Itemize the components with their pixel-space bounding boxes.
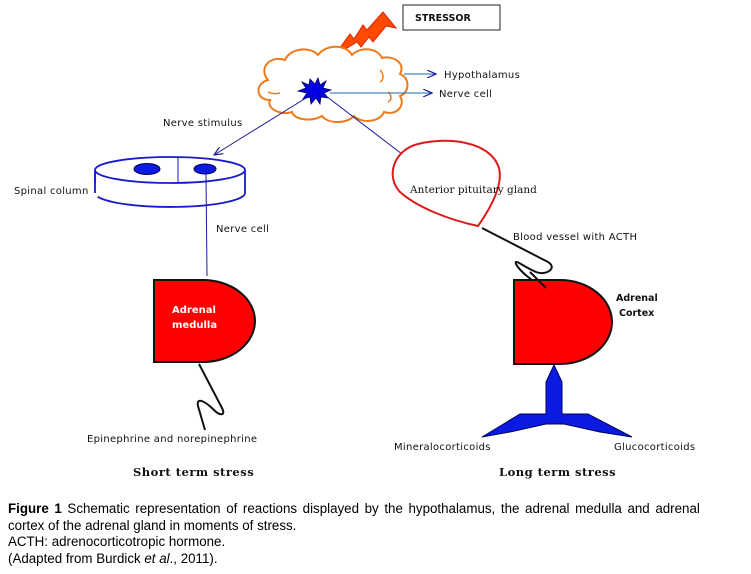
- adrenal-cortex-label-line2: Cortex: [619, 308, 654, 319]
- lightning-bolt-icon: [333, 11, 398, 57]
- stressor-box: [402, 4, 501, 31]
- adrenal-cortex-label-line1: Adrenal: [616, 293, 658, 304]
- hypothalamus-label: Hypothalamus: [444, 70, 520, 81]
- epinephrine-label: Epinephrine and norepinephrine: [87, 434, 257, 445]
- blood-vessel-acth: [481, 227, 553, 289]
- caption-source-suffix: ., 2011).: [169, 550, 218, 567]
- spinal-column-cylinder: [94, 156, 246, 208]
- nerve-stimulus-arrow-left: [214, 97, 307, 155]
- anterior-pituitary-gland-shape: [391, 139, 501, 228]
- nerve-cell-left-label: Nerve cell: [216, 224, 269, 235]
- adrenal-medulla-label-line1: Adrenal: [172, 305, 216, 316]
- glucocorticoids-label: Glucocorticoids: [614, 442, 695, 453]
- nerve-cell-line: [205, 173, 208, 277]
- hypothalamus-starburst-icon: [296, 76, 333, 106]
- spinal-nerve-dot-left: [133, 163, 161, 175]
- caption-source: (Adapted from Burdick et al., 2011).: [8, 551, 700, 568]
- blood-vessel-label: Blood vessel with ACTH: [513, 232, 637, 243]
- caption-acth-definition: ACTH: adrenocorticotropic hormone.: [8, 534, 226, 550]
- anterior-pituitary-label: Anterior pituitary gland: [409, 184, 537, 196]
- adrenal-medulla-shape: [153, 279, 256, 363]
- mineralocorticoids-label: Mineralocorticoids: [394, 442, 491, 453]
- cortex-secretion-branch: [481, 363, 633, 438]
- caption-source-italic: et al: [144, 550, 170, 567]
- figure-caption: Figure 1 Schematic representation of rea…: [8, 501, 700, 567]
- adrenal-cortex-shape: [513, 279, 613, 365]
- long-term-stress-label: Long term stress: [499, 465, 616, 479]
- stress-response-diagram: STRESSOR Hypothalamus Nerve cell Nerve s…: [14, 4, 695, 479]
- caption-main: Figure 1 Schematic representation of rea…: [8, 501, 700, 534]
- adrenal-medulla-label-line2: medulla: [172, 320, 217, 331]
- figure-label: Figure 1: [8, 501, 62, 517]
- short-term-stress-label: Short term stress: [133, 465, 254, 479]
- hypothalamus-cloud: [257, 45, 409, 123]
- spinal-nerve-dot-right: [193, 163, 217, 175]
- spinal-column-label: Spinal column: [14, 186, 89, 197]
- caption-source-prefix: (Adapted from Burdick: [8, 550, 145, 567]
- caption-description: Schematic representation of reactions di…: [8, 501, 700, 534]
- medulla-secretion-squiggle: [196, 363, 225, 431]
- nerve-cell-top-label: Nerve cell: [439, 89, 492, 100]
- nerve-stimulus-label: Nerve stimulus: [163, 118, 243, 129]
- stressor-label: STRESSOR: [415, 13, 471, 24]
